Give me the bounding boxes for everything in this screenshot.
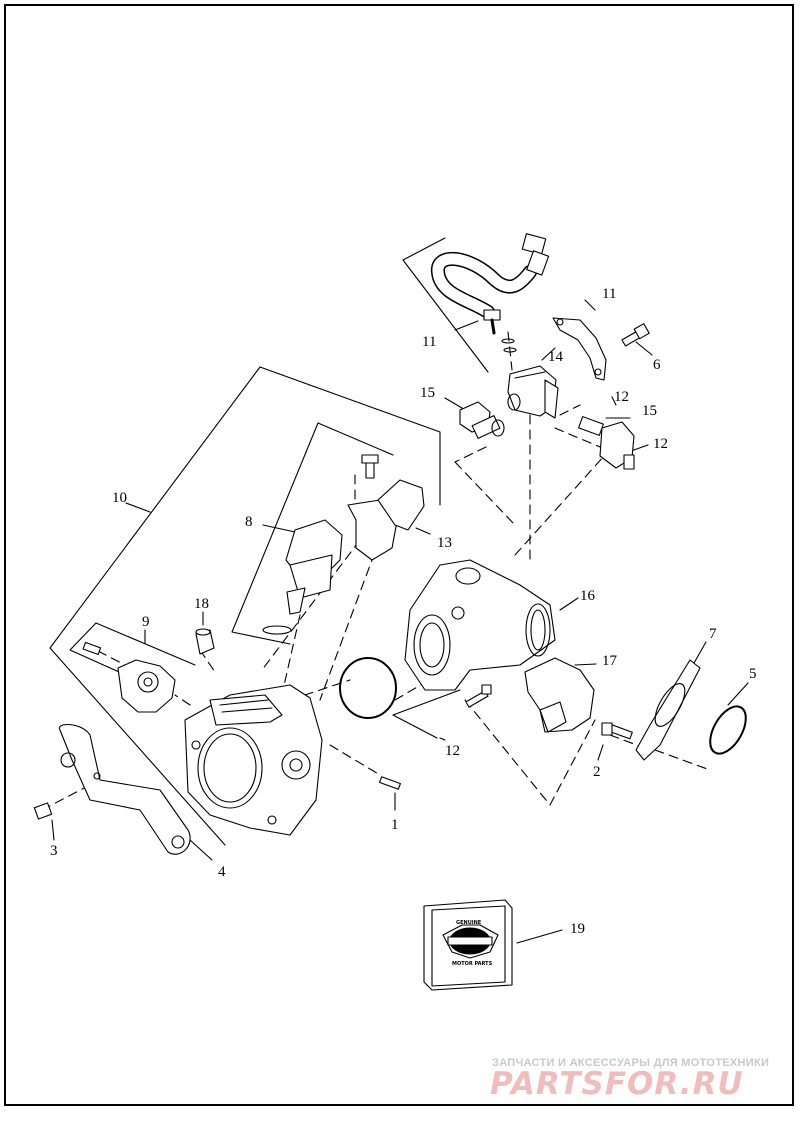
callout-18: 18 xyxy=(194,596,209,612)
callout-4: 4 xyxy=(218,864,226,880)
callout-12-right: 12 xyxy=(653,436,668,452)
callout-7: 7 xyxy=(709,626,717,642)
part-13-bracket xyxy=(347,454,425,561)
group-bracket-8 xyxy=(317,422,394,456)
callout-2: 2 xyxy=(593,764,601,780)
callout-12-top: 12 xyxy=(614,389,629,405)
callout-15-left: 15 xyxy=(420,385,435,401)
group-bracket-12-lower xyxy=(392,689,461,716)
callout-13: 13 xyxy=(437,535,452,551)
callout-14: 14 xyxy=(548,349,564,365)
callout-12-bottom: 12 xyxy=(445,743,460,759)
page-frame xyxy=(4,4,794,1106)
callout-17: 17 xyxy=(602,653,618,669)
part-11-hose xyxy=(431,233,550,353)
o-ring xyxy=(339,657,397,719)
callout-11-right: 11 xyxy=(602,286,616,302)
callout-19: 19 xyxy=(570,921,585,937)
part-11-bracket xyxy=(552,317,607,381)
part-18-sleeve xyxy=(195,628,215,655)
part-1-bolt xyxy=(379,776,401,790)
part-6-bolt xyxy=(621,323,650,347)
part-14-sensor xyxy=(507,365,559,419)
part-4-bracket xyxy=(58,724,191,855)
callout-3: 3 xyxy=(50,843,58,859)
part-19-package xyxy=(423,899,513,991)
callout-5: 5 xyxy=(749,666,757,682)
part-12-bolt xyxy=(465,684,492,708)
part-2-bolt xyxy=(601,722,633,740)
part-17-map-sensor xyxy=(524,657,595,733)
callout-15-right: 15 xyxy=(642,403,657,419)
callout-6: 6 xyxy=(653,357,661,373)
package-label-bottom: MOTOR PARTS xyxy=(452,961,493,967)
group-bracket-10 xyxy=(259,366,441,506)
part-9-tps xyxy=(82,641,176,713)
package-label-top: GENUINE xyxy=(456,920,482,926)
part-10-throttle-body xyxy=(184,684,323,836)
callout-8: 8 xyxy=(245,514,253,530)
part-8-iac-valve xyxy=(262,519,343,635)
part-15-injector-left xyxy=(459,401,505,439)
callout-9: 9 xyxy=(142,614,150,630)
part-3-bolt xyxy=(33,802,53,820)
callout-11-left: 11 xyxy=(422,334,436,350)
callout-1: 1 xyxy=(391,817,399,833)
part-16-manifold xyxy=(404,559,556,691)
callout-10: 10 xyxy=(112,490,127,506)
part-7-gasket xyxy=(635,659,701,761)
watermark-logo: PARTSFOR.RU xyxy=(490,1066,744,1102)
part-5-seal xyxy=(709,705,747,755)
callout-16: 16 xyxy=(580,588,596,604)
watermark-tagline: ЗАПЧАСТИ И АКСЕССУАРЫ ДЛЯ МОТОТЕХНИКИ xyxy=(492,1057,770,1069)
group-bracket-11 xyxy=(402,237,446,261)
part-15-injector-right xyxy=(578,416,635,470)
group-bracket-9 xyxy=(95,622,196,666)
